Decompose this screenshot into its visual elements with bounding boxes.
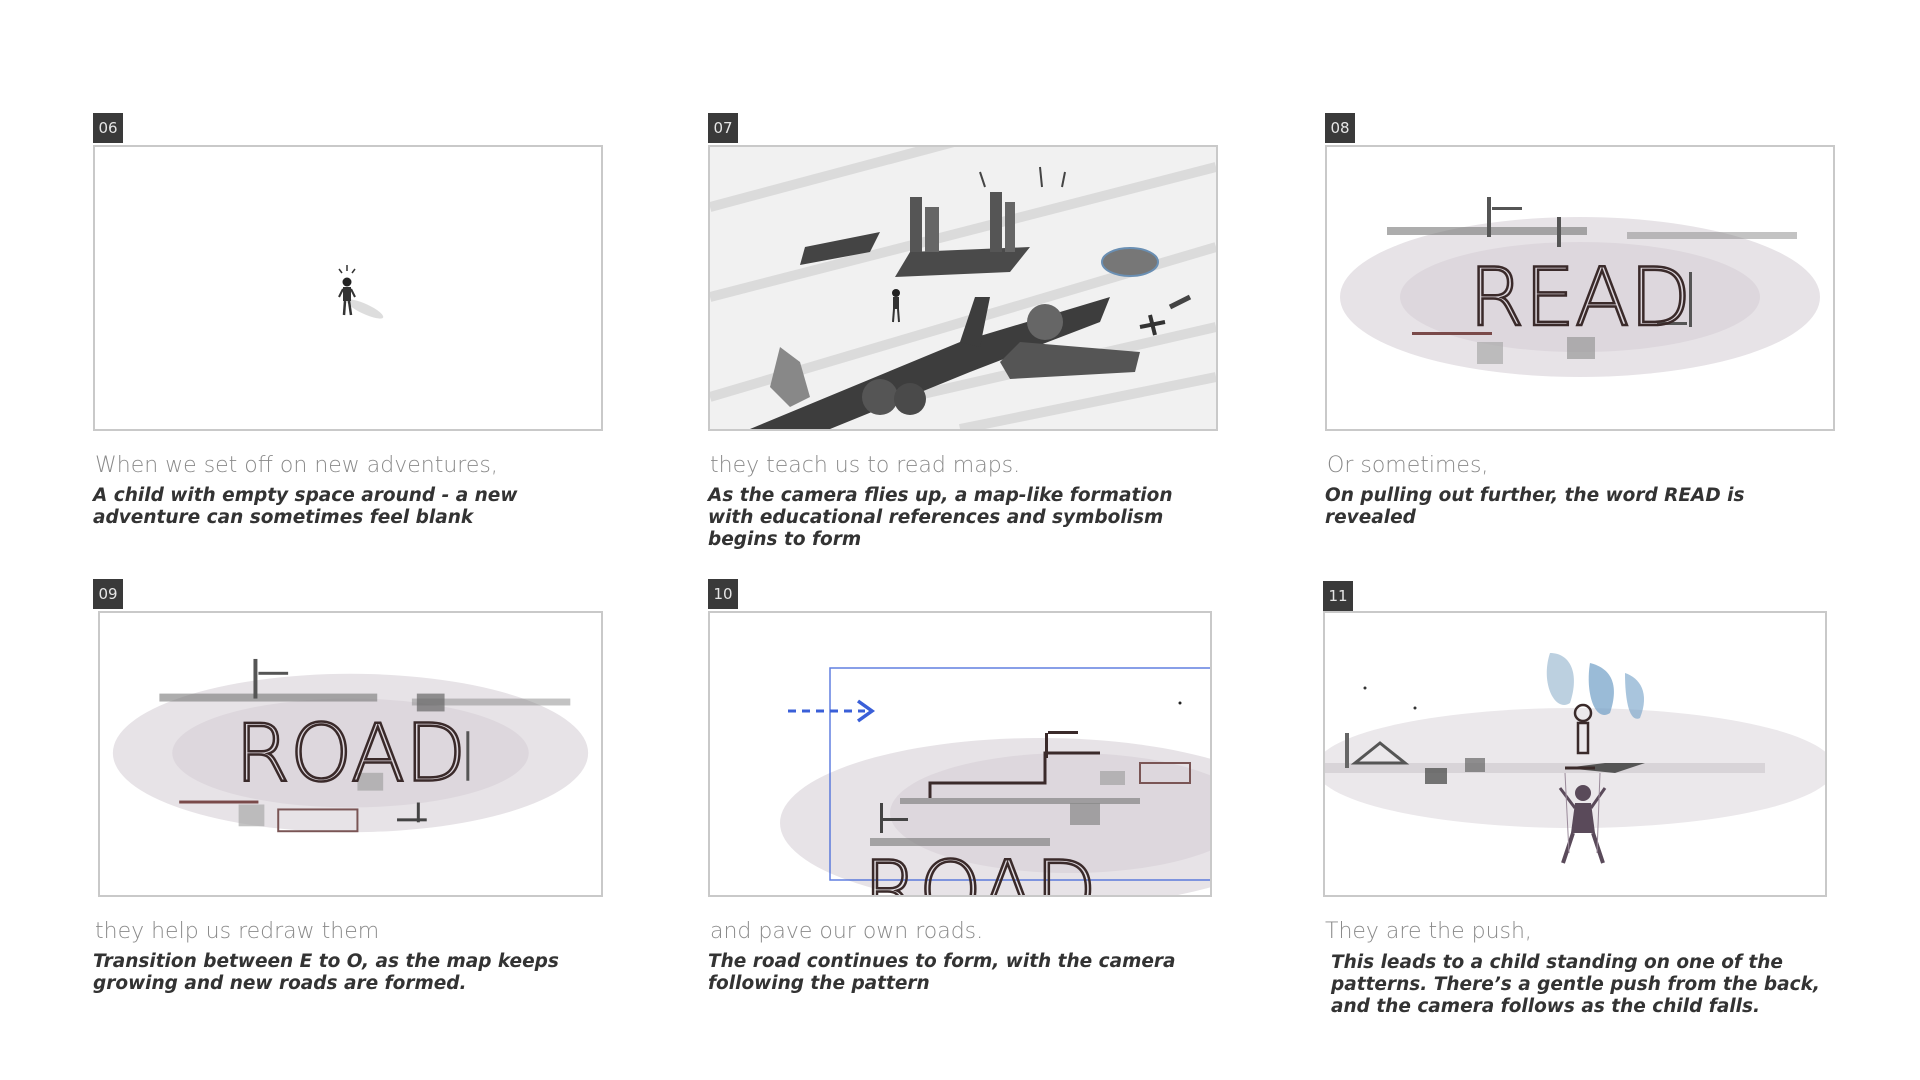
sketched-word: ROAD xyxy=(863,844,1096,895)
panel-narration: When we set off on new adventures, xyxy=(95,453,498,478)
panel-direction: As the camera flies up, a map-like forma… xyxy=(708,485,1173,550)
panel-number-badge: 08 xyxy=(1325,113,1355,143)
panel-narration: they teach us to read maps. xyxy=(710,453,1021,478)
panel-image-frame: ROAD xyxy=(708,611,1212,897)
panel-image-frame xyxy=(708,145,1218,431)
road-camera-pan-illustration: ROAD xyxy=(780,667,1210,895)
panel-image-frame xyxy=(93,145,603,431)
panel-image-frame: READ xyxy=(1325,145,1835,431)
panel-narration: and pave our own roads. xyxy=(710,919,984,944)
panel-number-badge: 10 xyxy=(708,579,738,609)
sketched-word: READ xyxy=(1469,251,1691,344)
panel-number-badge: 11 xyxy=(1323,581,1353,611)
lone-child-illustration xyxy=(338,265,384,319)
panel-number-badge: 06 xyxy=(93,113,123,143)
panel-number-badge: 07 xyxy=(708,113,738,143)
panel-direction: A child with empty space around - a new … xyxy=(93,485,518,528)
map-formation-illustration xyxy=(710,147,1216,429)
panel-number-badge: 09 xyxy=(93,579,123,609)
panel-narration: Or sometimes, xyxy=(1327,453,1489,478)
read-word-illustration: READ xyxy=(1340,197,1820,377)
road-word-illustration: ROAD xyxy=(112,658,589,833)
panel-direction: This leads to a child standing on one of… xyxy=(1331,952,1820,1017)
panel-narration: They are the push, xyxy=(1325,919,1532,944)
panel-direction: Transition between E to O, as the map ke… xyxy=(93,951,559,994)
panel-narration: they help us redraw them xyxy=(95,919,380,944)
panel-image-frame: ROAD xyxy=(98,611,603,897)
panel-direction: On pulling out further, the word READ is… xyxy=(1325,485,1745,528)
panel-direction: The road continues to form, with the cam… xyxy=(708,951,1176,994)
sketched-word: ROAD xyxy=(235,707,466,800)
panel-image-frame xyxy=(1323,611,1827,897)
child-pushed-illustration xyxy=(1325,653,1825,864)
